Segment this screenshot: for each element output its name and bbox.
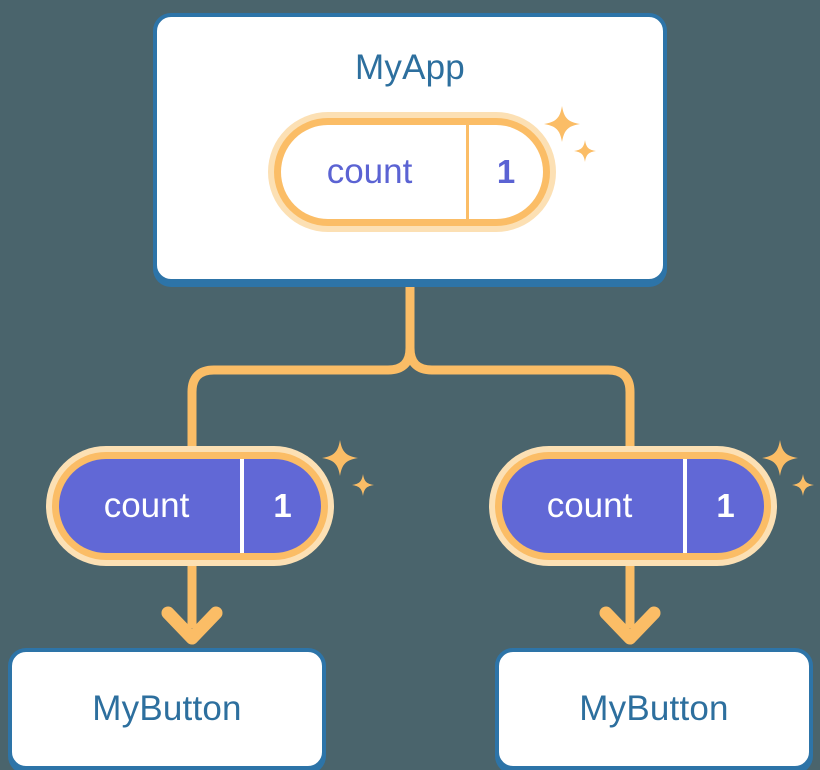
arrow-head-right [599,606,661,645]
state-pill-body: count 1 [502,459,764,553]
state-pill-ring: count 1 [495,452,771,560]
page-title: MyApp [355,48,465,87]
state-value-label: 1 [240,459,321,553]
state-pill-ring: count 1 [52,452,328,560]
connector-branch-right [405,343,635,457]
state-pill-body: count 1 [281,125,543,219]
component-title: MyButton [579,689,729,728]
arrow-head-left [161,606,223,645]
state-pill-mybutton-left[interactable]: count 1 [46,446,334,566]
component-card-mybutton-left[interactable]: MyButton [8,648,326,770]
state-value-label: 1 [683,459,764,553]
state-pill-body: count 1 [59,459,321,553]
state-key-label: count [326,152,413,191]
component-title: MyButton [92,689,242,728]
state-value-label: 1 [466,125,543,219]
state-key-label: count [546,486,633,525]
state-key-label: count [103,486,190,525]
connector-branch-left [187,343,415,457]
state-pill-myapp[interactable]: count 1 [268,112,556,232]
state-pill-ring: count 1 [274,118,550,226]
state-pill-mybutton-right[interactable]: count 1 [489,446,777,566]
component-card-mybutton-right[interactable]: MyButton [495,648,813,770]
